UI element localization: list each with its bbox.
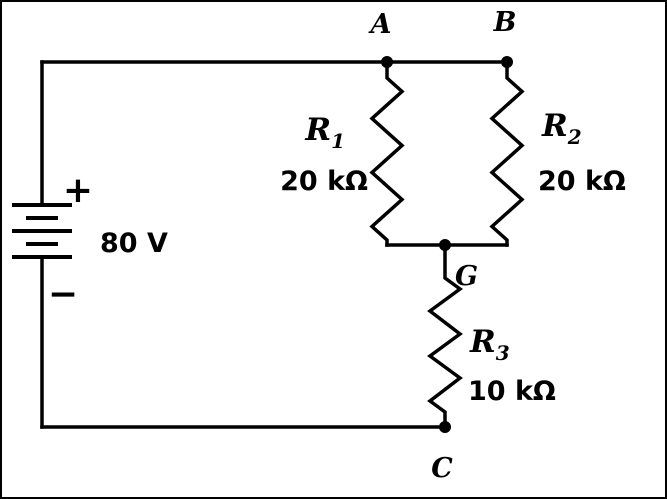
resistor-r3-zigzag xyxy=(427,243,463,429)
node-b-dot xyxy=(501,56,513,68)
node-b-label: B xyxy=(493,7,517,38)
node-c-label: C xyxy=(431,453,453,484)
r3-value: 10 kΩ xyxy=(468,376,556,407)
battery-plus-sign: + xyxy=(63,170,93,211)
r2-symbol: R2 xyxy=(541,108,582,149)
resistor-r1-zigzag xyxy=(369,60,405,247)
r1-subscript: 1 xyxy=(331,129,345,153)
battery-voltage-label: 80 V xyxy=(100,228,168,259)
node-a-dot xyxy=(381,56,393,68)
r2-value: 20 kΩ xyxy=(538,166,626,197)
r2-subscript: 2 xyxy=(567,125,582,149)
r1-symbol: R1 xyxy=(304,112,345,153)
r1-value: 20 kΩ xyxy=(280,166,368,197)
r3-symbol: R3 xyxy=(469,324,510,365)
node-g-label: G xyxy=(455,261,478,292)
node-g-dot xyxy=(439,239,451,251)
resistor-r2-zigzag xyxy=(489,60,525,247)
node-c-dot xyxy=(439,421,451,433)
node-a-label: A xyxy=(368,9,392,40)
battery-minus-sign: − xyxy=(48,274,78,315)
r3-subscript: 3 xyxy=(496,341,510,365)
